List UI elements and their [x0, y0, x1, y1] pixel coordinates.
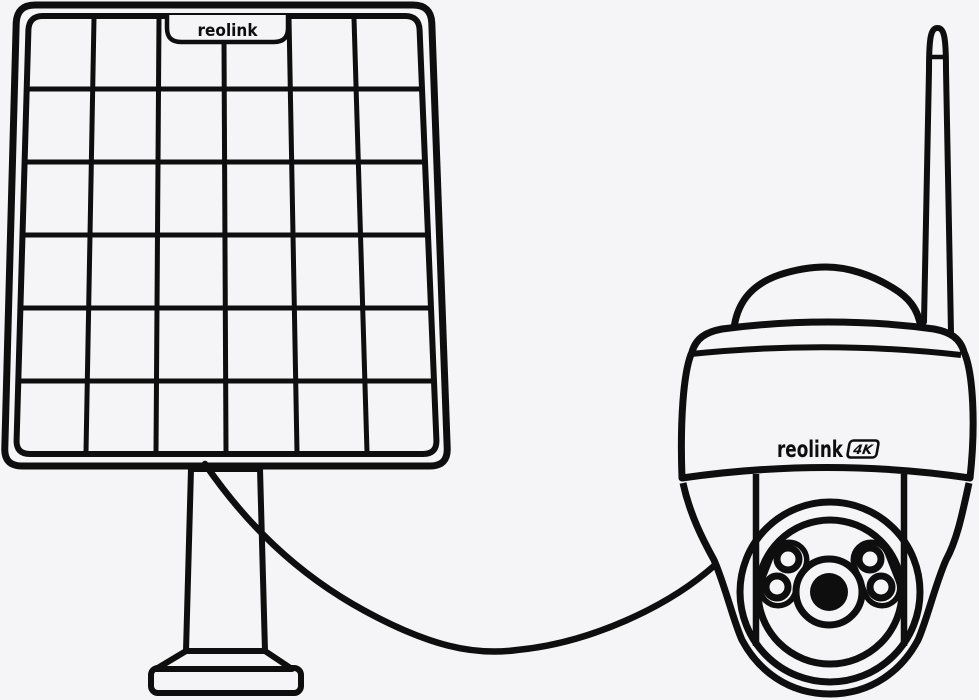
camera-body — [677, 318, 977, 482]
camera-antenna — [921, 24, 954, 336]
camera-lens-pupil — [810, 573, 848, 611]
solar-panel-grid — [18, 17, 434, 453]
spotlight-led-icon — [866, 572, 896, 602]
camera-dome — [730, 263, 925, 329]
antenna-outline — [921, 24, 954, 336]
spotlight-led-icon — [762, 572, 792, 602]
spotlight-pod-right — [850, 539, 903, 609]
spotlight-pod-left — [757, 539, 810, 609]
panel-stand — [148, 466, 304, 696]
power-cable — [201, 460, 719, 655]
camera-4k-badge: 4K — [846, 439, 880, 459]
solar-panel-inner-frame — [13, 13, 440, 457]
panel-brand-tab — [164, 15, 291, 45]
badge-label: 4K — [851, 443, 875, 458]
solar-panel: reolink — [1, 1, 451, 470]
camera-brand-label: reolink — [777, 437, 844, 463]
badge-outline — [846, 439, 880, 459]
spotlight-led-icon — [855, 544, 885, 574]
camera-seam-line — [690, 344, 962, 358]
spotlight-led-icon — [773, 544, 803, 574]
panel-brand-label: reolink — [198, 21, 259, 41]
grid-vertical-line — [221, 41, 229, 453]
ptz-camera: reolink 4K — [677, 24, 977, 698]
